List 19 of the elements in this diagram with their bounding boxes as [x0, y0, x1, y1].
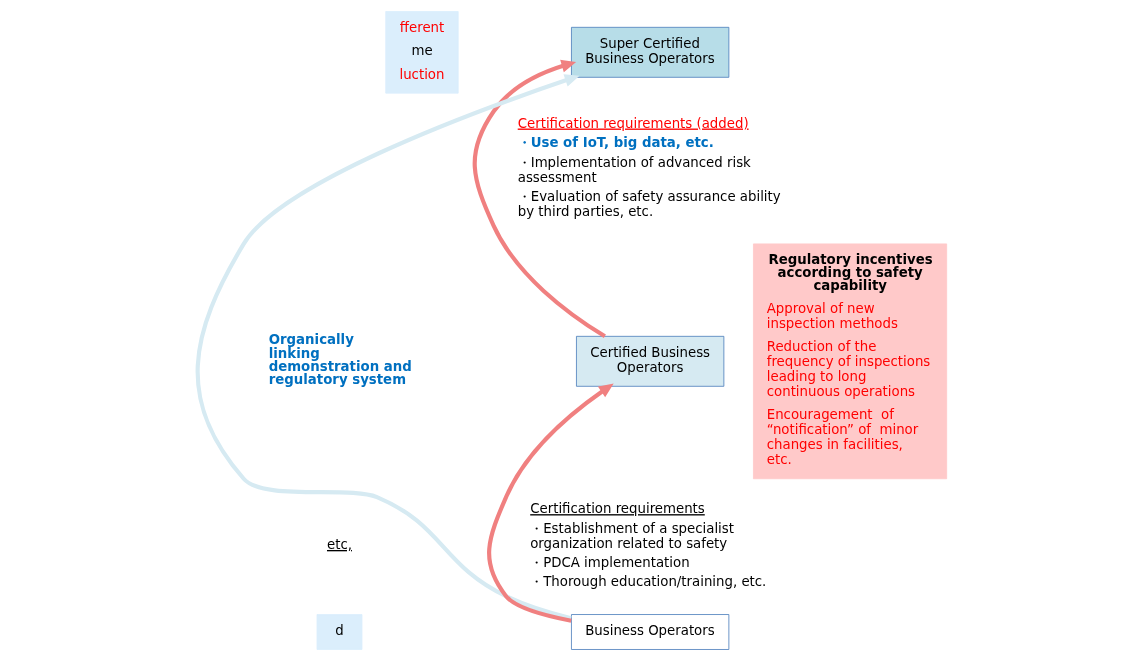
label: ・Thorough education/training, etc.	[529, 574, 766, 590]
node-box: fferent me luction	[384, 11, 459, 94]
node-box: Super Certified Business Operators	[570, 26, 729, 78]
label: ・Use of IoT, big data, etc.	[517, 134, 714, 150]
node-box: Regulatory incentives according to safety capability Approval of new inspection methods Reduction of the frequency of inspections leading to long continuous operations Encouragement of “notification” of minor changes in facilities, etc.	[752, 243, 947, 480]
node-box: Business Operators	[570, 614, 729, 650]
label: etc,	[326, 536, 352, 552]
label: ・Establishment of a specialist organization related to safety	[529, 521, 734, 552]
label: ・Evaluation of safety assurance ability by third parties, etc.	[517, 188, 781, 219]
node-box: Certified Business Operators	[575, 335, 724, 387]
arrow	[486, 383, 614, 623]
node-box: d	[316, 614, 362, 650]
label: ・PDCA implementation	[529, 555, 690, 571]
label: Organically linking demonstration and regulatory system	[268, 332, 412, 388]
arrow	[195, 74, 580, 621]
label: Certification requirements	[529, 501, 705, 517]
arrow	[472, 59, 606, 339]
label: ・Implementation of advanced risk assessment	[517, 154, 751, 185]
label: Certification requirements (added)	[517, 115, 749, 131]
